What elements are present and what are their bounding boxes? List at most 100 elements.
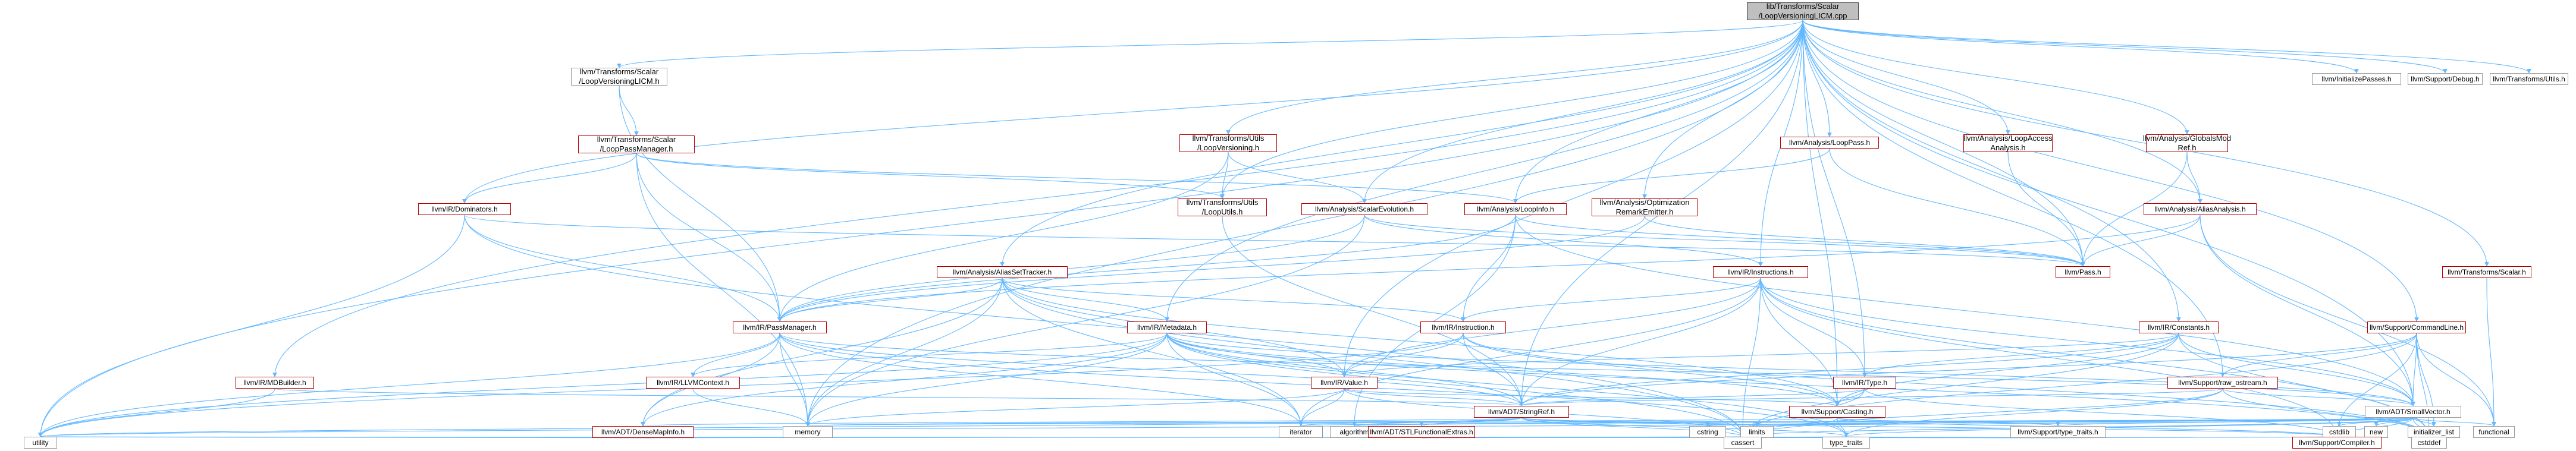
node-alias-set[interactable]: llvm/Analysis/AliasSetTracker.h <box>937 266 1068 278</box>
node-type-traits-h[interactable]: llvm/Support/type_traits.h <box>2010 426 2106 438</box>
node-initpasses[interactable]: llvm/InitializePasses.h <box>2312 73 2401 85</box>
node-ore[interactable]: llvm/Analysis/Optimization RemarkEmitter… <box>1592 198 1698 216</box>
node-densemapinfo[interactable]: llvm/ADT/DenseMapInfo.h <box>592 426 694 438</box>
node-value[interactable]: llvm/IR/Value.h <box>1311 377 1378 389</box>
node-tu-looputils[interactable]: llvm/Transforms/Utils /LoopUtils.h <box>1178 198 1267 216</box>
node-mdbuilder[interactable]: llvm/IR/MDBuilder.h <box>236 377 314 389</box>
node-cstdlib[interactable]: cstdlib <box>2323 426 2356 438</box>
node-label: llvm/Support/Debug.h <box>2411 75 2480 83</box>
edge-instructions-to-cassert <box>1740 277 1761 437</box>
node-llvmcontext[interactable]: llvm/IR/LLVMContext.h <box>646 377 740 389</box>
node-raw-ostream[interactable]: llvm/Support/raw_ostream.h <box>2167 377 2278 389</box>
node-laa[interactable]: llvm/Analysis/LoopAccess Analysis.h <box>1963 134 2053 152</box>
node-label: llvm/IR/PassManager.h <box>743 323 817 332</box>
node-label: llvm/IR/Instruction.h <box>1432 323 1495 332</box>
node-instruction[interactable]: llvm/IR/Instruction.h <box>1420 321 1506 333</box>
node-label: llvm/IR/Metadata.h <box>1137 323 1197 332</box>
edge-lvlicm_h-to-passmanager <box>619 85 782 322</box>
node-label: llvm/IR/Value.h <box>1320 379 1368 387</box>
node-utility[interactable]: utility <box>24 437 57 449</box>
node-label: iterator <box>1289 428 1312 436</box>
edge-lpm_h-to-memory <box>636 153 810 427</box>
node-label: llvm/Transforms/Scalar.h <box>2448 268 2526 276</box>
edge-lpm_h-to-loopinfo <box>636 153 1518 204</box>
node-scalar[interactable]: llvm/Transforms/Scalar.h <box>2442 266 2531 278</box>
node-limits[interactable]: limits <box>1740 426 1774 438</box>
node-tu-loopversioning[interactable]: llvm/Transforms/Utils /LoopVersioning.h <box>1179 134 1277 152</box>
node-label: llvm/ADT/STLFunctionalExtras.h <box>1370 428 1473 436</box>
node-label: utility <box>32 439 49 447</box>
edge-lpm_h-to-passmanager <box>636 153 782 322</box>
node-dominators[interactable]: llvm/IR/Dominators.h <box>418 203 511 215</box>
node-algorithm[interactable]: algorithm <box>1330 426 1379 438</box>
edge-metadata-to-casting <box>1166 333 1840 406</box>
edge-instructions-to-instruction <box>1461 277 1761 322</box>
node-type[interactable]: llvm/IR/Type.h <box>1833 377 1896 389</box>
node-new[interactable]: new <box>2364 426 2388 438</box>
node-label: llvm/Pass.h <box>2064 268 2101 276</box>
node-label: llvm/Support/raw_ostream.h <box>2178 379 2267 387</box>
node-loopinfo[interactable]: llvm/Analysis/LoopInfo.h <box>1464 203 1567 215</box>
edge-lpm_h-to-tu_looputils <box>636 153 1225 199</box>
node-commandline[interactable]: llvm/Support/CommandLine.h <box>2367 321 2466 333</box>
edge-root-to-alias_set <box>1000 20 1803 267</box>
node-utils[interactable]: llvm/Transforms/Utils.h <box>2490 73 2568 85</box>
node-pass[interactable]: llvm/Pass.h <box>2056 266 2110 278</box>
edge-root-to-lvlicm_h <box>617 20 1803 68</box>
edge-root-to-type <box>1802 20 1867 377</box>
edge-instruction-to-casting <box>1463 333 1840 406</box>
edge-smallvector-to-type_traits <box>1844 417 2414 437</box>
node-label: llvm/Support/Compiler.h <box>2299 439 2375 447</box>
node-label: type_traits <box>1830 439 1863 447</box>
node-label: llvm/IR/Instructions.h <box>1727 268 1794 276</box>
node-lpm-h[interactable]: llvm/Transforms/Scalar /LoopPassManager.… <box>578 135 695 153</box>
edge-root-to-scalar <box>1802 20 2489 267</box>
edge-value-to-memory <box>805 388 1345 427</box>
edge-lpm_h-to-dominators <box>462 153 637 204</box>
node-globalsmodref[interactable]: llvm/Analysis/GlobalsMod Ref.h <box>2143 134 2231 152</box>
edge-llvmcontext-to-memory <box>692 388 810 427</box>
node-cstring[interactable]: cstring <box>1689 426 1726 438</box>
edge-commandline-to-functional <box>2416 333 2496 427</box>
edge-root-to-pass <box>1802 20 2085 267</box>
node-metadata[interactable]: llvm/IR/Metadata.h <box>1127 321 1207 333</box>
node-type-traits[interactable]: type_traits <box>1822 437 1870 449</box>
edge-smallvector-to-init_list <box>2412 417 2436 427</box>
edge-globalsmodref-to-pass <box>2081 152 2188 267</box>
node-init-list[interactable]: initializer_list <box>2408 426 2460 438</box>
edge-instruction-to-utility <box>38 333 1464 437</box>
edge-root-to-debug <box>1802 20 2448 74</box>
node-scev[interactable]: llvm/Analysis/ScalarEvolution.h <box>1301 203 1427 215</box>
node-stringref[interactable]: llvm/ADT/StringRef.h <box>1474 406 1569 418</box>
edge-tu_loopversioning-to-tu_looputils <box>1220 152 1229 199</box>
edge-scev-to-pass <box>1364 215 2085 267</box>
node-compiler[interactable]: llvm/Support/Compiler.h <box>2292 437 2382 449</box>
node-cstddef[interactable]: cstddef <box>2411 437 2447 449</box>
node-iterator[interactable]: iterator <box>1279 426 1323 438</box>
edge-lvlicm_h-to-lpm_h <box>619 85 639 136</box>
edge-alias_set-to-instruction <box>1002 277 1466 322</box>
edge-dominators-to-pass <box>464 215 2085 267</box>
node-stlfunc[interactable]: llvm/ADT/STLFunctionalExtras.h <box>1368 426 1475 438</box>
node-label: llvm/Analysis/LoopAccess Analysis.h <box>1963 134 2053 152</box>
node-smallvector[interactable]: llvm/ADT/SmallVector.h <box>2365 406 2461 418</box>
node-cassert[interactable]: cassert <box>1724 437 1762 449</box>
node-instructions[interactable]: llvm/IR/Instructions.h <box>1713 266 1808 278</box>
edge-root-to-value <box>1342 20 1803 377</box>
edge-commandline-to-smallvector <box>2411 333 2417 406</box>
node-aliasanalysis[interactable]: llvm/Analysis/AliasAnalysis.h <box>2144 203 2257 215</box>
node-lvlicm-h[interactable]: llvm/Transforms/Scalar /LoopVersioningLI… <box>571 67 667 86</box>
edge-constants-to-value <box>1342 333 2179 377</box>
edge-alias_set-to-memory <box>805 277 1003 427</box>
node-functional[interactable]: functional <box>2473 426 2515 438</box>
node-constants[interactable]: llvm/IR/Constants.h <box>2139 321 2219 333</box>
node-casting[interactable]: llvm/Support/Casting.h <box>1789 406 1885 418</box>
node-label: cstddef <box>2417 439 2441 447</box>
node-passmanager[interactable]: llvm/IR/PassManager.h <box>733 321 827 333</box>
node-looppass[interactable]: llvm/Analysis/LoopPass.h <box>1780 137 1879 149</box>
node-memory[interactable]: memory <box>783 426 833 438</box>
edge-metadata-to-llvmcontext <box>691 333 1168 377</box>
edge-commandline-to-raw_ostream <box>2220 333 2417 377</box>
node-debug[interactable]: llvm/Support/Debug.h <box>2408 73 2483 85</box>
node-label: llvm/Analysis/AliasSetTracker.h <box>952 268 1052 276</box>
